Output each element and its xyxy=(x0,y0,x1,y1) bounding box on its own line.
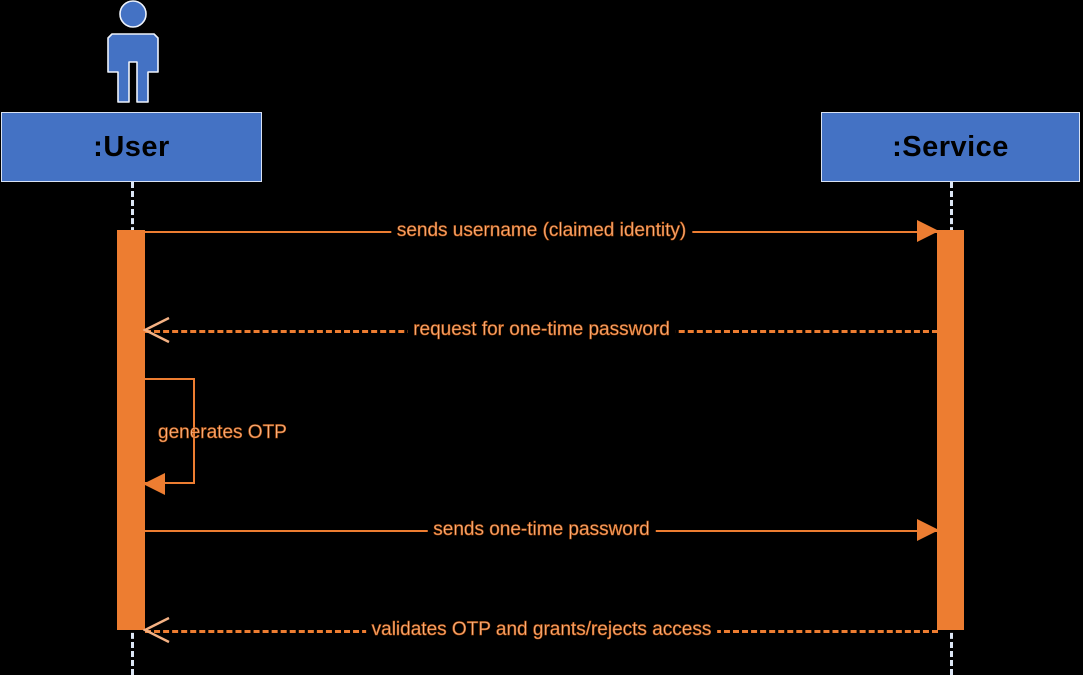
participant-service[interactable]: :Service xyxy=(821,112,1080,182)
arrowhead-filled-left-icon xyxy=(143,473,165,495)
message-label: sends username (claimed identity) xyxy=(390,220,693,242)
self-message-segment-top xyxy=(145,378,195,380)
self-message-segment-right xyxy=(193,378,195,484)
self-message-segment-bottom xyxy=(145,482,195,484)
message-generates-otp[interactable] xyxy=(143,378,195,495)
arrowhead-open-left-icon xyxy=(142,316,171,344)
participant-user-label: :User xyxy=(93,130,170,163)
participant-user[interactable]: :User xyxy=(1,112,262,182)
message-label: generates OTP xyxy=(158,422,287,444)
activation-bar-user[interactable] xyxy=(117,230,145,630)
arrowhead-filled-right-icon xyxy=(917,220,939,242)
activation-bar-service[interactable] xyxy=(937,230,964,630)
arrowhead-filled-right-icon xyxy=(917,519,939,541)
participant-service-label: :Service xyxy=(892,130,1009,163)
message-label: validates OTP and grants/rejects access xyxy=(365,619,718,641)
message-label: request for one-time password xyxy=(407,319,676,341)
arrowhead-open-left-icon xyxy=(142,616,171,644)
person-icon xyxy=(100,0,166,104)
message-label: sends one-time password xyxy=(427,519,656,541)
